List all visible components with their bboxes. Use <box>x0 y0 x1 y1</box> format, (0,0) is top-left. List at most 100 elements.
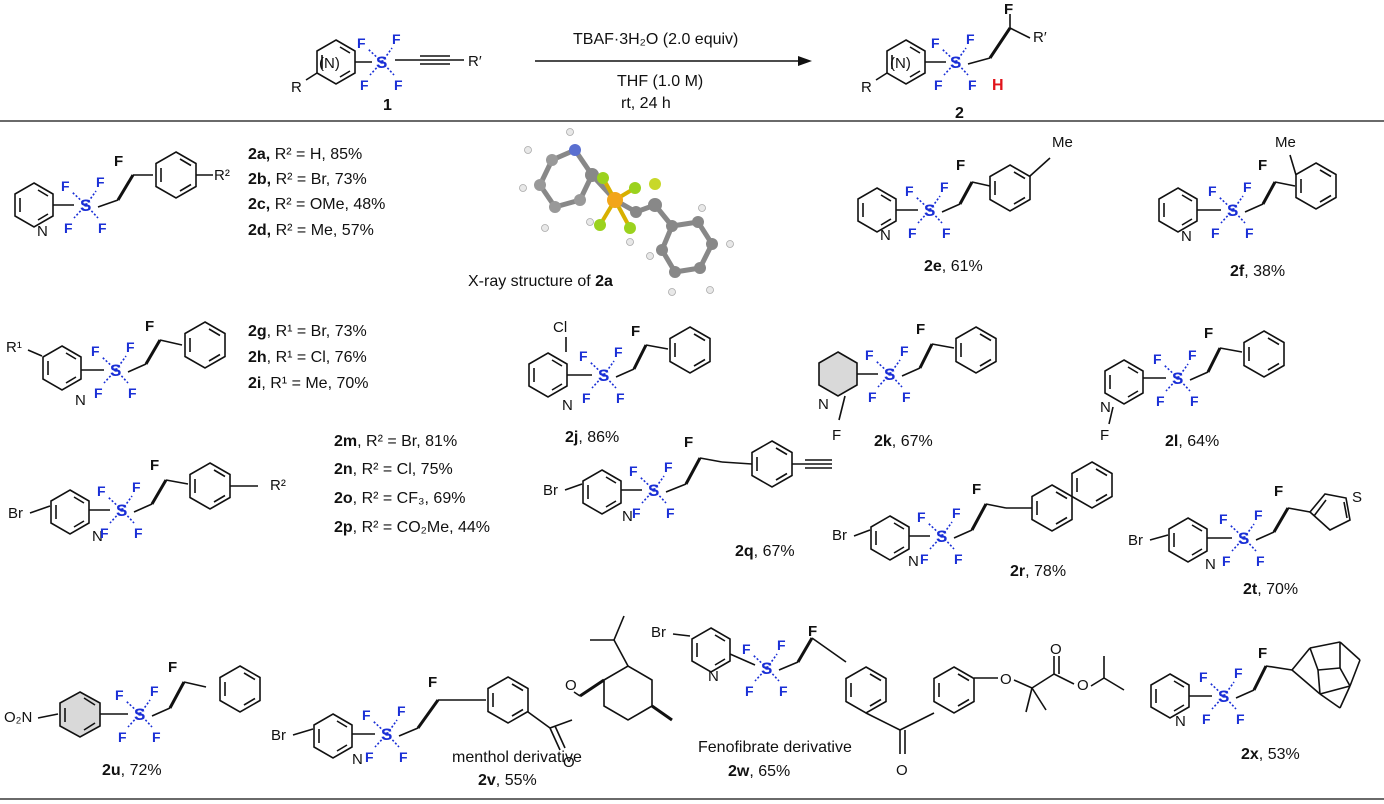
svg-text:N: N <box>1181 228 1192 245</box>
svg-text:O: O <box>1050 641 1062 658</box>
structure-2f: N F Me 2f, 38% <box>1158 134 1337 280</box>
svg-text:Br: Br <box>271 727 286 744</box>
svg-text:N: N <box>562 397 573 414</box>
svg-text:F: F <box>1204 325 1213 342</box>
svg-text:2j, 86%: 2j, 86% <box>565 429 619 446</box>
svg-text:F: F <box>168 659 177 676</box>
starting-material-1: (N) R R′ 1 <box>291 30 482 114</box>
yields-2g-2i: 2g, R¹ = Br, 73% 2h, R¹ = Cl, 76% 2i, R¹… <box>248 323 369 392</box>
svg-text:F: F <box>1258 157 1267 174</box>
svg-text:F: F <box>150 457 159 474</box>
svg-text:R′: R′ <box>468 53 482 70</box>
svg-text:Br: Br <box>8 505 23 522</box>
svg-text:(N): (N) <box>890 55 911 72</box>
svg-text:F: F <box>145 318 154 335</box>
svg-text:O: O <box>565 677 577 694</box>
svg-text:Br: Br <box>651 624 666 641</box>
svg-text:F: F <box>1258 645 1267 662</box>
svg-text:N: N <box>37 223 48 240</box>
svg-text:2n, R² = Cl, 75%: 2n, R² = Cl, 75% <box>334 461 453 478</box>
svg-text:F: F <box>114 153 123 170</box>
svg-text:N: N <box>818 396 829 413</box>
structure-2k: N F F 2k, 67% <box>818 321 997 450</box>
svg-text:O: O <box>1077 677 1089 694</box>
compound-label-2: 2 <box>955 105 964 122</box>
svg-text:R: R <box>861 79 872 96</box>
svg-text:H: H <box>992 77 1004 94</box>
structure-2v: Br N F O O menthol derivative 2v, 55% <box>271 615 673 789</box>
svg-text:N: N <box>1100 399 1111 416</box>
svg-text:2q, 67%: 2q, 67% <box>735 543 795 560</box>
svg-text:R¹: R¹ <box>6 339 22 356</box>
conditions-text: rt, 24 h <box>621 95 671 112</box>
svg-text:Br: Br <box>832 527 847 544</box>
yields-2m-2p: 2m, R² = Br, 81% 2n, R² = Cl, 75% 2o, R²… <box>334 433 490 536</box>
svg-text:F: F <box>631 323 640 340</box>
svg-text:F: F <box>1274 483 1283 500</box>
svg-text:R²: R² <box>270 477 286 494</box>
structure-2e: N F Me 2e, 61% <box>857 134 1073 275</box>
svg-text:O: O <box>896 762 908 779</box>
svg-text:O₂N: O₂N <box>4 709 32 726</box>
svg-text:N: N <box>622 508 633 525</box>
svg-text:N: N <box>1175 713 1186 730</box>
structure-2r: Br N F 2r, 78% <box>832 461 1113 580</box>
svg-text:menthol derivative: menthol derivative <box>452 749 582 766</box>
svg-text:2v, 55%: 2v, 55% <box>478 772 537 789</box>
svg-text:2g, R¹ = Br, 73%: 2g, R¹ = Br, 73% <box>248 323 367 340</box>
svg-text:N: N <box>352 751 363 768</box>
svg-text:S: S <box>1352 489 1362 506</box>
svg-text:R: R <box>291 79 302 96</box>
svg-text:X-ray structure of 2a: X-ray structure of 2a <box>468 273 613 290</box>
yields-2a-2d: 2a, R² = H, 85% 2b, R² = Br, 73% 2c, R² … <box>248 146 385 239</box>
svg-text:F: F <box>972 481 981 498</box>
svg-text:R′: R′ <box>1033 29 1047 46</box>
svg-text:2o, R² = CF₃, 69%: 2o, R² = CF₃, 69% <box>334 490 465 507</box>
svg-text:2w, 65%: 2w, 65% <box>728 763 790 780</box>
svg-text:2x, 53%: 2x, 53% <box>1241 746 1300 763</box>
svg-text:2l, 64%: 2l, 64% <box>1165 433 1219 450</box>
svg-text:2r, 78%: 2r, 78% <box>1010 563 1066 580</box>
structure-2q: Br N F 2q, 67% <box>543 434 832 560</box>
svg-text:2i, R¹ = Me, 70%: 2i, R¹ = Me, 70% <box>248 375 369 392</box>
svg-text:F: F <box>916 321 925 338</box>
svg-text:F: F <box>832 427 841 444</box>
svg-text:2u, 72%: 2u, 72% <box>102 762 162 779</box>
svg-text:2k, 67%: 2k, 67% <box>874 433 933 450</box>
structure-2x: N F 2x, 53% <box>1150 641 1361 763</box>
svg-text:F: F <box>808 623 817 640</box>
svg-text:2e, 61%: 2e, 61% <box>924 258 983 275</box>
svg-text:O: O <box>1000 671 1012 688</box>
svg-text:N: N <box>75 392 86 409</box>
svg-text:N: N <box>908 553 919 570</box>
svg-text:R²: R² <box>214 167 230 184</box>
svg-text:Br: Br <box>543 482 558 499</box>
structure-2w: Br N F O O O O Fenofibrate derivative 2w… <box>651 623 1125 780</box>
svg-text:2c, R² = OMe, 48%: 2c, R² = OMe, 48% <box>248 196 385 213</box>
svg-text:F: F <box>1004 1 1013 18</box>
svg-text:F: F <box>428 674 437 691</box>
reaction-arrow-conditions: TBAF·3H₂O (2.0 equiv) THF (1.0 M) rt, 24… <box>535 31 812 112</box>
svg-text:N: N <box>708 668 719 685</box>
svg-text:O: O <box>563 754 575 771</box>
structure-2l: N F F 2l, 64% <box>1100 325 1285 450</box>
structure-2g-2i: R¹ N F <box>6 318 226 409</box>
svg-text:2t, 70%: 2t, 70% <box>1243 581 1298 598</box>
reagent-text: TBAF·3H₂O (2.0 equiv) <box>573 31 738 48</box>
svg-text:2a, R² = H, 85%: 2a, R² = H, 85% <box>248 146 362 163</box>
structure-2a-2d: N F R² <box>14 151 230 240</box>
svg-text:F: F <box>1100 427 1109 444</box>
svg-text:Me: Me <box>1275 134 1296 151</box>
svg-text:2m, R² = Br, 81%: 2m, R² = Br, 81% <box>334 433 457 450</box>
svg-text:N: N <box>92 528 103 545</box>
svg-text:2f, 38%: 2f, 38% <box>1230 263 1285 280</box>
compound-label-1: 1 <box>383 97 392 114</box>
svg-text:Me: Me <box>1052 134 1073 151</box>
svg-text:Br: Br <box>1128 532 1143 549</box>
product-2: (N) R F R′ H 2 <box>861 1 1047 122</box>
structure-2j: Cl N F 2j, 86% <box>528 319 711 446</box>
svg-text:N: N <box>1205 556 1216 573</box>
structure-2t: Br N F S 2t, 70% <box>1128 483 1362 598</box>
structure-2m-2p: Br N F R² <box>8 457 286 545</box>
